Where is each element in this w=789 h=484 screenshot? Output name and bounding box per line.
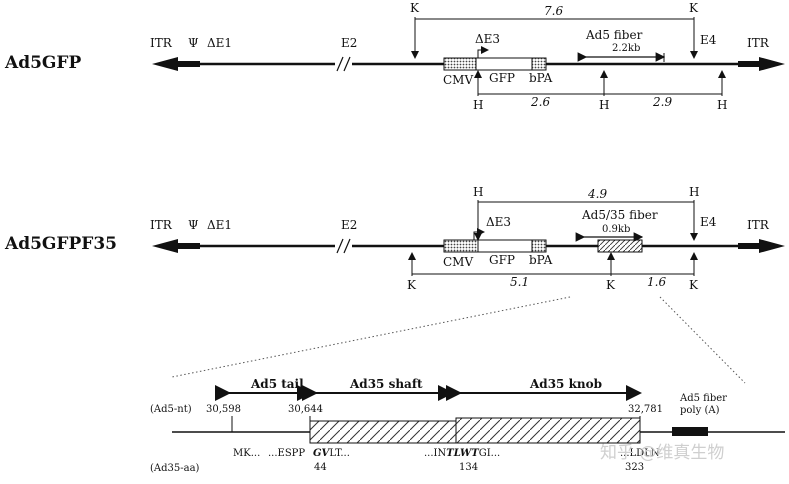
knob-box xyxy=(455,417,641,444)
itr-right-arrowhead xyxy=(759,239,785,253)
itr-right-label: ITR xyxy=(747,218,770,232)
seq-espp: ...ESPP xyxy=(268,448,305,459)
break-mark xyxy=(336,56,344,72)
k-distance-1: 5.1 xyxy=(510,275,529,289)
construct-ad5gfp: Ad5GFP ITR Ψ ΔE1 E2 ΔE3 Ad5 fiber 2.2kb … xyxy=(4,1,785,112)
gfp-label: GFP xyxy=(489,253,515,267)
itr-right-bar xyxy=(738,243,760,249)
bpa-box xyxy=(531,239,547,253)
seq-gvlt: GVLT... xyxy=(313,448,350,459)
delta-e1-label: ΔE1 xyxy=(207,218,232,232)
chimeric-fiber-box xyxy=(597,239,643,253)
cmv-label: CMV xyxy=(443,255,473,269)
bpa-box xyxy=(531,57,547,71)
break-mark xyxy=(343,56,351,72)
itr-left-arrowhead xyxy=(152,239,178,253)
itr-right-arrowhead xyxy=(759,57,785,71)
itr-left-bar xyxy=(178,243,200,249)
h-distance: 4.9 xyxy=(587,187,607,201)
bpa-label: bPA xyxy=(529,71,553,85)
shaft-box xyxy=(309,420,457,444)
aa-position-1: 44 xyxy=(314,462,327,473)
construct-name: Ad5GFPF35 xyxy=(4,234,117,254)
itr-left-bar xyxy=(178,61,200,67)
delta-e3-label: ΔE3 xyxy=(486,215,511,229)
k-site-label: K xyxy=(407,278,417,292)
k-site-label: K xyxy=(606,278,616,292)
fiber-size-label: 2.2kb xyxy=(612,43,640,54)
e2-label: E2 xyxy=(341,36,357,50)
zoom-guide-line xyxy=(659,296,746,384)
delta-e1-label: ΔE1 xyxy=(207,36,232,50)
tail-label: Ad5 tail xyxy=(250,377,304,391)
gfp-box xyxy=(475,57,533,71)
fiber-polya-label-2: poly (A) xyxy=(680,405,720,416)
knob-label: Ad35 knob xyxy=(529,377,602,391)
h-site-label: H xyxy=(717,98,727,112)
construct-name: Ad5GFP xyxy=(4,53,81,73)
itr-right-label: ITR xyxy=(747,36,770,50)
k-distance-2: 1.6 xyxy=(647,275,666,289)
h-site-label: H xyxy=(599,98,609,112)
polya-box xyxy=(672,427,708,436)
h-site-label: H xyxy=(473,185,483,199)
k-distance: 7.6 xyxy=(544,4,563,18)
break-mark xyxy=(343,238,351,254)
nt-position-1: 30,598 xyxy=(206,404,241,415)
psi-label: Ψ xyxy=(188,36,199,50)
watermark: 知乎 @维真生物 xyxy=(600,443,724,463)
zoom-guide-line xyxy=(171,296,571,378)
aa-position-2: 134 xyxy=(459,462,478,473)
cmv-promoter-box xyxy=(443,239,479,253)
fiber-label: Ad5 fiber xyxy=(585,28,643,42)
delta-e3-label: ΔE3 xyxy=(475,32,500,46)
itr-left-arrowhead xyxy=(152,57,178,71)
nt-label: (Ad5-nt) xyxy=(150,404,192,415)
fiber-label: Ad5/35 fiber xyxy=(581,208,658,222)
h-distance-2: 2.9 xyxy=(652,95,672,109)
h-distance-1: 2.6 xyxy=(530,95,550,109)
k-site-label: K xyxy=(689,1,699,15)
gfp-box xyxy=(477,239,533,253)
cmv-promoter-box xyxy=(443,57,477,71)
h-site-label: H xyxy=(689,185,699,199)
h-site-label: H xyxy=(473,98,483,112)
itr-left-label: ITR xyxy=(150,36,173,50)
e4-label: E4 xyxy=(700,215,717,229)
k-site-label: K xyxy=(689,278,699,292)
aa-position-3: 323 xyxy=(625,462,644,473)
seq-tlwt: ...INTLWTGI... xyxy=(424,448,500,459)
promoter-arrow xyxy=(477,46,489,58)
shaft-label: Ad35 shaft xyxy=(349,377,423,391)
fiber-size-label: 0.9kb xyxy=(602,224,630,235)
k-site-label: K xyxy=(410,1,420,15)
break-mark xyxy=(336,238,344,254)
itr-left-label: ITR xyxy=(150,218,173,232)
e2-label: E2 xyxy=(341,218,357,232)
gfp-label: GFP xyxy=(489,71,515,85)
cmv-label: CMV xyxy=(443,73,473,87)
aa-label: (Ad35-aa) xyxy=(150,463,200,474)
nt-position-3: 32,781 xyxy=(628,404,663,415)
promoter-arrow xyxy=(473,228,485,240)
e4-label: E4 xyxy=(700,33,717,47)
seq-mk: MK... xyxy=(233,448,260,459)
fiber-detail: Ad5 tail Ad35 shaft Ad35 knob Ad5 fiber … xyxy=(150,377,785,474)
bpa-label: bPA xyxy=(529,253,553,267)
seq-lddn: ...LDLN xyxy=(620,448,660,459)
psi-label: Ψ xyxy=(188,218,199,232)
nt-position-2: 30,644 xyxy=(288,404,323,415)
itr-right-bar xyxy=(738,61,760,67)
construct-ad5gfpf35: Ad5GFPF35 ITR Ψ ΔE1 E2 ΔE3 Ad5/35 fiber … xyxy=(4,185,785,292)
fiber-polya-label-1: Ad5 fiber xyxy=(679,393,727,404)
